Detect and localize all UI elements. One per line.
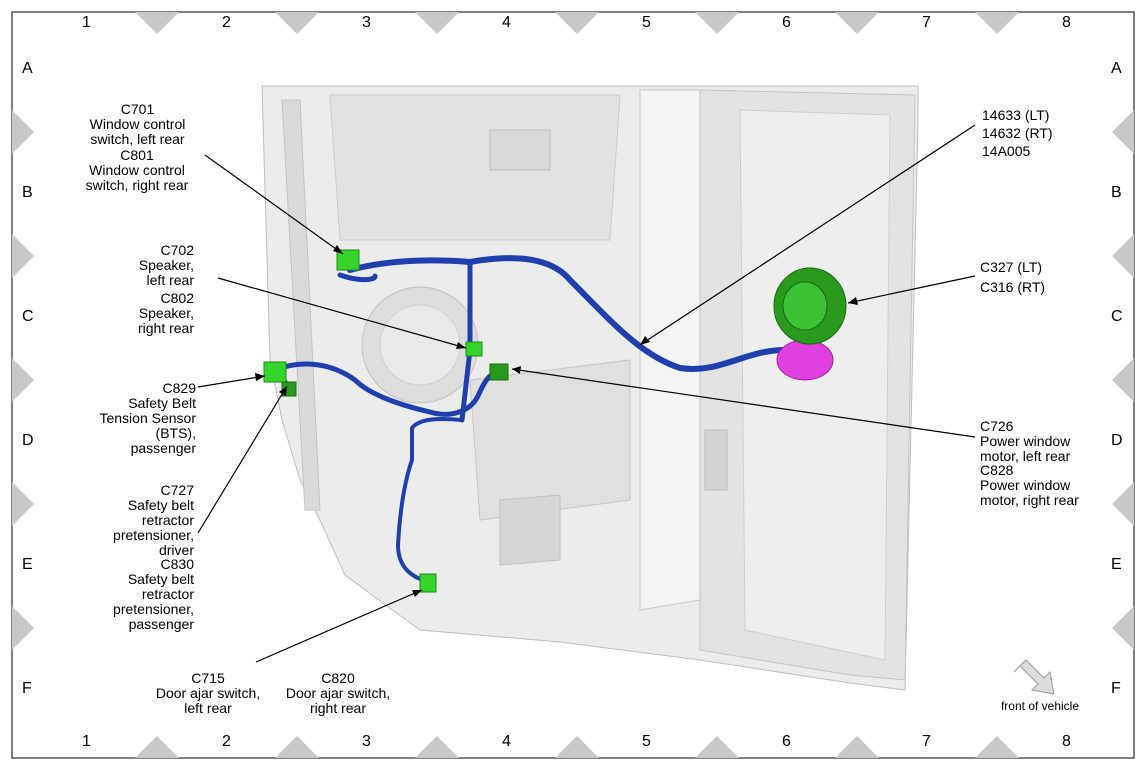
grid-col-top-6: 6 [782,14,791,31]
grid-col-top-8: 8 [1062,14,1071,31]
grid-col-top-3: 3 [362,14,371,31]
front-of-vehicle-label: front of vehicle [1000,699,1080,713]
grid-col-top-7: 7 [922,14,931,31]
c715-connector [419,573,437,593]
callout-c701: C701 Window control switch, left rear [89,101,186,147]
grid-col-top-2: 2 [222,14,231,31]
leader-lines [197,124,976,663]
grid-row-right-E: E [1111,556,1122,573]
grid-col-bottom-8: 8 [1062,733,1071,750]
grid-col-bottom-3: 3 [362,733,371,750]
grid-col-top-1: 1 [82,14,91,31]
c702-connector [465,341,483,357]
connectors [263,249,847,593]
callout-c820: C820 Door ajar switch, right rear [285,670,391,716]
c829-connector [263,361,287,383]
callout-c802: C802 Speaker, right rear [137,290,194,336]
grid-row-left-E: E [22,556,33,573]
c701-connector [336,249,360,271]
callout-c715: C715 Door ajar switch, left rear [155,670,261,716]
callout-c702: C702 Speaker, left rear [138,242,194,288]
grid-col-bottom-5: 5 [642,733,651,750]
grid-row-left-A: A [22,60,33,77]
grid-col-top-5: 5 [642,14,651,31]
callout-c829: C829 Safety Belt Tension Sensor (BTS), p… [99,380,196,456]
grid-col-bottom-2: 2 [222,733,231,750]
door-panel [261,85,919,691]
grid-row-left-C: C [22,308,34,325]
grommet [773,267,847,381]
c726-connector [489,363,509,381]
callout-c327: C327 (LT) C316 (RT) [980,259,1046,295]
grid-row-right-B: B [1111,184,1122,201]
grid-row-left-F: F [22,680,32,697]
callout-c828: C828 Power window motor, right rear [980,462,1079,508]
callout-c801: C801 Window control switch, right rear [85,147,189,193]
callout-c830: C830 Safety belt retractor pretensioner,… [113,556,194,632]
grid-row-right-A: A [1111,60,1122,77]
grid-col-top-4: 4 [502,14,511,31]
arrowheads [255,245,858,597]
front-of-vehicle-arrow-icon [1013,659,1055,695]
grid-row-right-D: D [1111,432,1123,449]
callout-c727: C727 Safety belt retractor pretensioner,… [113,482,194,558]
grid-col-bottom-1: 1 [82,733,91,750]
grid-col-bottom-4: 4 [502,733,511,750]
grid-row-right-C: C [1111,308,1123,325]
grid-col-bottom-7: 7 [922,733,931,750]
grid-row-right-F: F [1111,680,1121,697]
grid-row-left-D: D [22,432,34,449]
grid-col-bottom-6: 6 [782,733,791,750]
callout-harness: 14633 (LT) 14632 (RT) 14A005 [982,107,1053,159]
callout-c726: C726 Power window motor, left rear [980,418,1071,464]
grid-row-left-B: B [22,184,33,201]
grid-markers [12,12,1134,758]
